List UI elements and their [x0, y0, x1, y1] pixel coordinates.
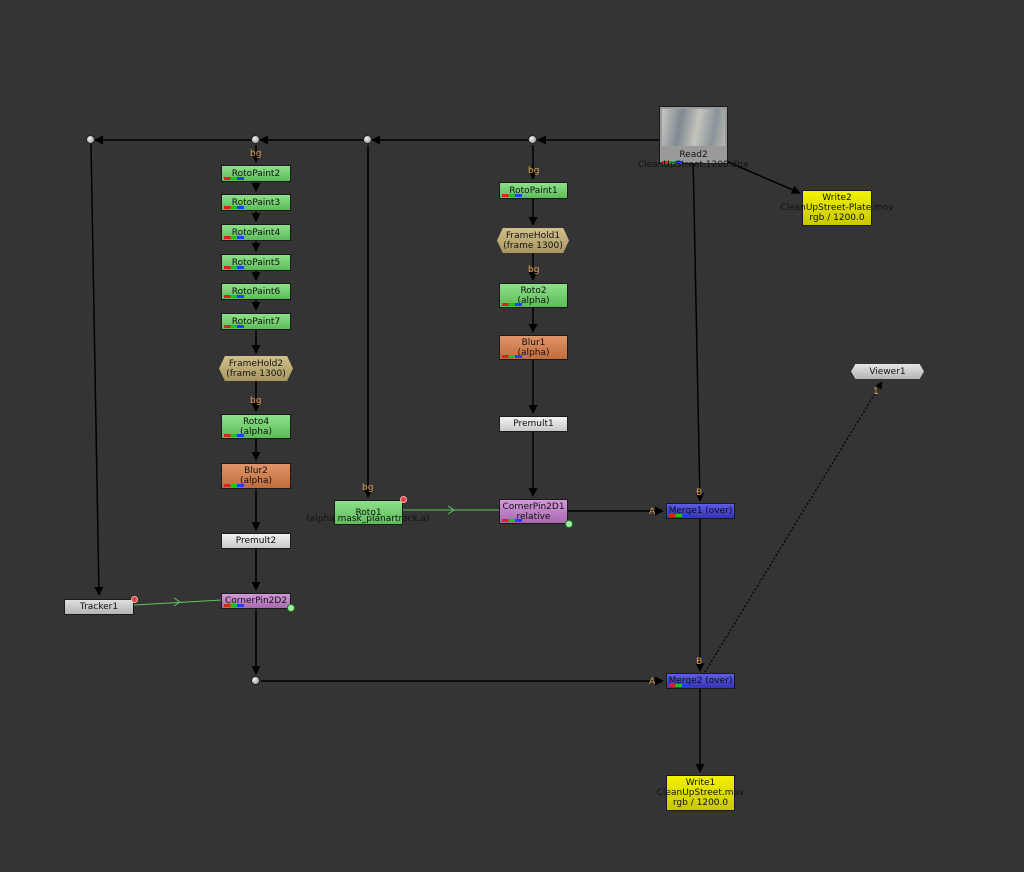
write1-node[interactable]: Write1 CleanUpStreet.mov rgb / 1200.0	[657, 775, 744, 811]
framehold2-label: FrameHold2	[228, 358, 284, 369]
write2-label: Write2	[822, 193, 852, 203]
dot-node[interactable]	[363, 135, 372, 144]
blur2-node[interactable]: Blur2 (alpha)	[221, 463, 291, 489]
rotopaint7-node[interactable]: RotoPaint7	[221, 313, 291, 330]
rotopaint5-label: RotoPaint5	[231, 257, 281, 268]
write1-filename: CleanUpStreet.mov	[656, 788, 745, 798]
premult2-node[interactable]: Premult2	[221, 533, 291, 549]
rotopaint3-label: RotoPaint3	[231, 197, 281, 208]
bg-input-label: bg	[250, 149, 262, 159]
rotopaint2-node[interactable]: RotoPaint2	[221, 165, 291, 182]
write2-node[interactable]: Write2 CleanUpStreet-Plate.mov rgb / 120…	[780, 190, 894, 226]
rotopaint5-node[interactable]: RotoPaint5	[221, 254, 291, 271]
framehold1-label: FrameHold1	[505, 230, 561, 241]
rotopaint4-label: RotoPaint4	[231, 227, 281, 238]
expression-link-indicator	[565, 520, 573, 528]
read2-label: Read2	[679, 150, 708, 160]
merge2-node[interactable]: Merge2 (over)	[666, 673, 735, 689]
framehold1-frame: (frame 1300)	[503, 240, 563, 251]
write1-format: rgb / 1200.0	[672, 798, 729, 808]
bg-input-label: bg	[528, 166, 540, 176]
rotopaint6-node[interactable]: RotoPaint6	[221, 283, 291, 300]
rotopaint4-node[interactable]: RotoPaint4	[221, 224, 291, 241]
roto4-channels: (alpha)	[240, 426, 272, 437]
b-input-label: B	[696, 488, 703, 498]
roto2-channels: (alpha)	[517, 295, 550, 306]
link-source-indicator	[131, 596, 138, 603]
bg-input-label: bg	[250, 396, 262, 406]
viewer1-label: Viewer1	[869, 366, 906, 377]
expression-link-indicator	[287, 604, 295, 612]
roto1-label: Roto1	[355, 507, 382, 518]
read2-node[interactable]	[659, 106, 728, 164]
write1-label: Write1	[685, 778, 716, 788]
merge1-node[interactable]: Merge1 (over)	[666, 503, 735, 519]
b-input-label: B	[696, 657, 703, 667]
a-input-label: A	[649, 677, 656, 687]
roto1-node[interactable]: Roto1	[334, 500, 403, 525]
roto4-node[interactable]: Roto4 (alpha)	[221, 414, 291, 439]
roto1-channels: (alpha mask_planartrack.a)	[306, 514, 430, 524]
dot-node[interactable]	[528, 135, 537, 144]
dot-node[interactable]	[251, 135, 260, 144]
rotopaint3-node[interactable]: RotoPaint3	[221, 194, 291, 211]
viewer1-node[interactable]: Viewer1	[851, 364, 924, 379]
framehold1-node[interactable]: FrameHold1 (frame 1300)	[497, 228, 569, 253]
viewer1-input-label: 1	[873, 387, 879, 397]
link-source-indicator	[400, 496, 407, 503]
blur1-label: Blur1	[521, 337, 546, 348]
dot-node[interactable]	[86, 135, 95, 144]
premult2-label: Premult2	[235, 536, 277, 546]
rotopaint1-label: RotoPaint1	[509, 185, 558, 196]
roto4-label: Roto4	[242, 416, 270, 427]
write2-filename: CleanUpStreet-Plate.mov	[780, 203, 894, 213]
blur2-channels: (alpha)	[240, 476, 272, 486]
rotopaint7-label: RotoPaint7	[231, 316, 281, 327]
roto2-node[interactable]: Roto2 (alpha)	[499, 283, 568, 308]
cornerpin2d1-label: CornerPin2D1	[502, 501, 565, 512]
rotopaint2-label: RotoPaint2	[231, 168, 281, 179]
framehold2-node[interactable]: FrameHold2 (frame 1300)	[219, 356, 293, 381]
cornerpin2d1-mode: relative	[516, 511, 551, 522]
cornerpin2d2-label: CornerPin2D2	[224, 596, 288, 606]
rotopaint1-node[interactable]: RotoPaint1	[499, 182, 568, 199]
bg-input-label: bg	[528, 265, 540, 275]
read2-filename: CleanUpStreet.1200.dpx	[637, 160, 749, 170]
a-input-label: A	[649, 507, 656, 517]
cornerpin2d1-node[interactable]: CornerPin2D1 relative	[499, 499, 568, 524]
cornerpin2d2-node[interactable]: CornerPin2D2	[221, 593, 291, 609]
blur2-label: Blur2	[244, 466, 268, 476]
read2-thumbnail	[662, 109, 725, 146]
premult1-label: Premult1	[513, 419, 554, 429]
roto2-label: Roto2	[520, 285, 547, 296]
tracker1-label: Tracker1	[79, 602, 119, 612]
rotopaint6-label: RotoPaint6	[231, 286, 281, 297]
write2-format: rgb / 1200.0	[809, 213, 865, 223]
framehold2-frame: (frame 1300)	[226, 368, 286, 379]
blur1-node[interactable]: Blur1 (alpha)	[499, 335, 568, 360]
tracker1-node[interactable]: Tracker1	[64, 599, 134, 615]
blur1-channels: (alpha)	[517, 347, 550, 358]
merge2-label: Merge2 (over)	[668, 676, 733, 686]
dot-node[interactable]	[251, 676, 260, 685]
bg-input-label: bg	[362, 483, 374, 493]
merge1-label: Merge1 (over)	[668, 506, 733, 516]
premult1-node[interactable]: Premult1	[499, 416, 568, 432]
